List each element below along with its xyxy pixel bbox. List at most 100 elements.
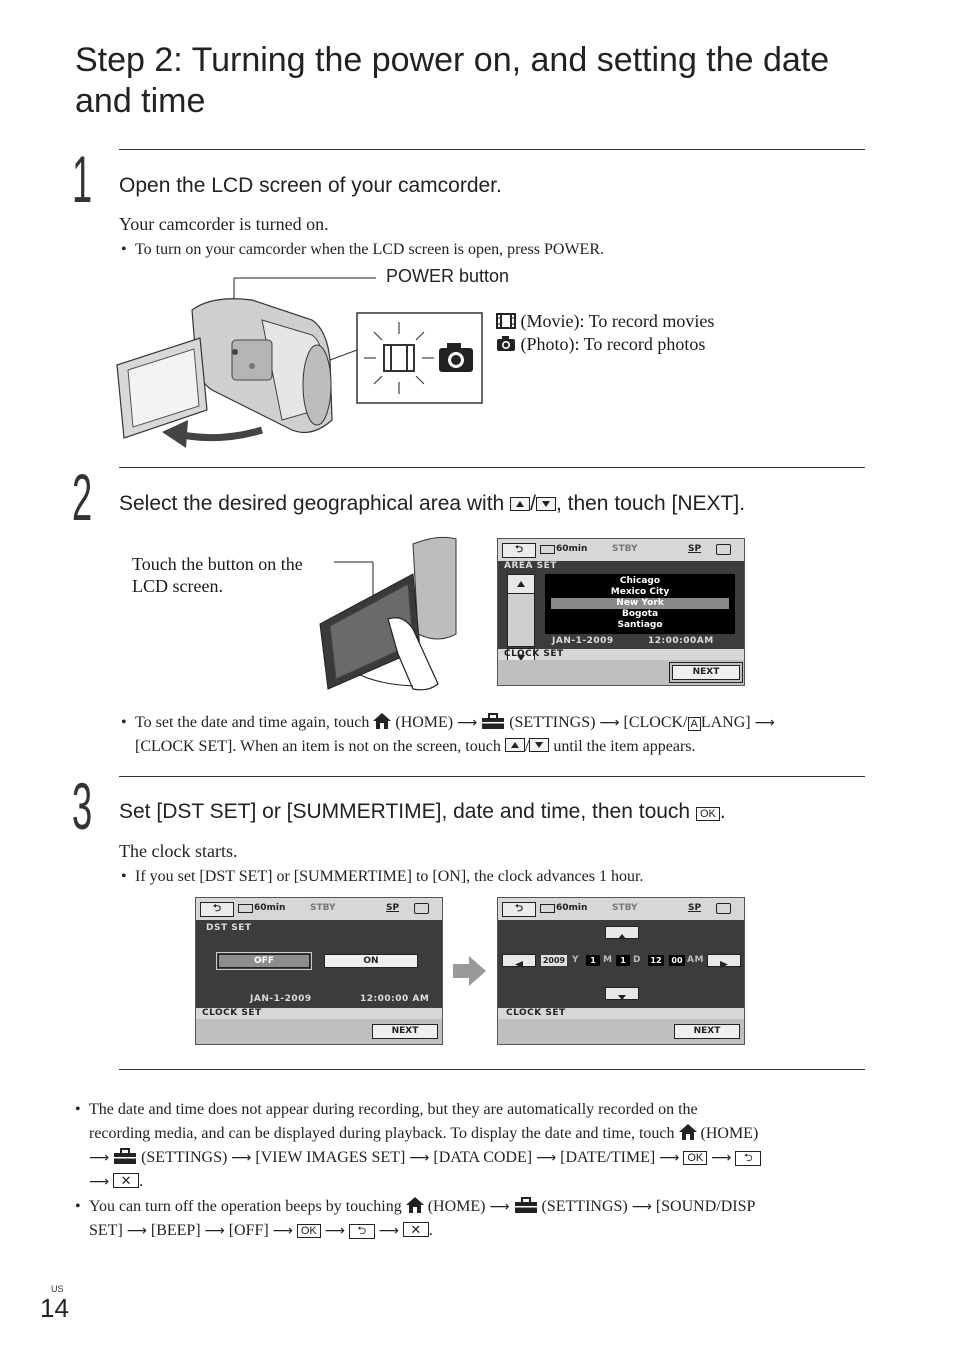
step3-heading: Set [DST SET] or [SUMMERTIME], date and … xyxy=(119,800,726,823)
lcd-dst-set: ⮌ 60min STBY SP DST SET OFF ON JAN-1-200… xyxy=(195,897,443,1045)
down-button-icon xyxy=(535,497,556,511)
month-suffix: M xyxy=(603,955,613,965)
decrement-button[interactable] xyxy=(605,987,639,1000)
return-button-icon: ⮌ xyxy=(348,1224,375,1239)
scroll-track[interactable] xyxy=(507,593,535,647)
battery-icon xyxy=(238,904,253,913)
city-item[interactable]: Mexico City xyxy=(610,587,670,597)
step2-bullet-text-c: until the item appears. xyxy=(553,738,696,755)
movie-icon xyxy=(496,313,516,329)
city-item[interactable]: Chicago xyxy=(619,576,661,586)
lang-a-icon: A xyxy=(687,717,701,731)
step1-body: Your camcorder is turned on. xyxy=(119,214,329,234)
battery-icon xyxy=(540,904,555,913)
arrow-icon: ⟶ xyxy=(324,1223,345,1239)
beep-text: [BEEP] xyxy=(150,1222,201,1239)
photo-indicator-icon xyxy=(439,343,473,372)
right-arrow-icon xyxy=(453,956,486,986)
movie-mode-text: (Movie): To record movies xyxy=(520,311,715,331)
page-number: 14 xyxy=(40,1293,69,1323)
arrow-icon: ⟶ xyxy=(126,1223,147,1239)
arrow-icon: ⟶ xyxy=(599,715,620,731)
step1-number: 1 xyxy=(72,142,93,216)
settings-toolbox-icon xyxy=(114,1148,137,1164)
city-item[interactable]: Bogota xyxy=(621,609,659,619)
clock-set-label: CLOCK SET xyxy=(202,1008,262,1018)
minute-field[interactable]: 00 xyxy=(669,955,685,966)
settings-text: (SETTINGS) xyxy=(141,1149,228,1166)
month-field[interactable]: 1 xyxy=(586,955,600,966)
day-suffix: D xyxy=(633,955,641,965)
step2-bullet-text-b: [CLOCK SET]. When an item is not on the … xyxy=(135,738,501,755)
day-field[interactable]: 1 xyxy=(616,955,630,966)
ampm-indicator: AM xyxy=(687,955,704,965)
standby-status: STBY xyxy=(612,544,638,554)
clock-lang-text-b: LANG] xyxy=(700,714,751,731)
city-item[interactable]: Santiago xyxy=(617,620,663,630)
step1-bullet-text: To turn on your camcorder when the LCD s… xyxy=(135,241,604,258)
increment-button[interactable] xyxy=(605,926,639,939)
home-icon xyxy=(373,713,392,729)
arrow-icon: ⟶ xyxy=(231,1150,252,1166)
settings-text: (SETTINGS) xyxy=(509,714,596,731)
note1-line2: recording media, and can be displayed du… xyxy=(89,1125,675,1142)
ok-button-icon: OK xyxy=(296,1224,321,1238)
lcd-datetime-panel: 2009 Y 1 M 1 D 12 00 AM xyxy=(498,920,744,1008)
prev-field-button[interactable] xyxy=(502,954,536,968)
arrow-icon: ⟶ xyxy=(754,715,775,731)
next-button[interactable]: NEXT xyxy=(372,1024,438,1039)
dst-off-button[interactable]: OFF xyxy=(216,952,312,970)
touch-lcd-illustration xyxy=(319,536,457,691)
next-button[interactable]: NEXT xyxy=(674,1024,740,1039)
arrow-icon: ⟶ xyxy=(89,1150,110,1166)
standby-status: STBY xyxy=(612,903,638,913)
battery-time: 60min xyxy=(556,903,588,913)
back-button[interactable]: ⮌ xyxy=(502,543,536,558)
lcd-topbar: ⮌ 60min STBY SP xyxy=(498,898,744,920)
lcd-topbar: ⮌ 60min STBY SP xyxy=(498,539,744,561)
arrow-icon: ⟶ xyxy=(457,715,478,731)
step3-heading-text: Set [DST SET] or [SUMMERTIME], date and … xyxy=(119,800,691,823)
close-button-icon: ✕ xyxy=(113,1173,140,1188)
return-button-icon: ⮌ xyxy=(735,1151,762,1166)
next-field-button[interactable] xyxy=(707,954,741,968)
settings-text: (SETTINGS) xyxy=(541,1198,628,1215)
camera-icon xyxy=(497,336,515,351)
date-readout: JAN-1-2009 xyxy=(552,636,614,646)
view-images-set-text: [VIEW IMAGES SET] xyxy=(255,1149,406,1166)
settings-toolbox-icon xyxy=(482,713,505,729)
year-field[interactable]: 2009 xyxy=(541,955,567,966)
step2-number: 2 xyxy=(72,460,93,534)
photo-mode-text: (Photo): To record photos xyxy=(520,334,706,354)
dst-on-button[interactable]: ON xyxy=(324,954,418,968)
quality-sp: SP xyxy=(688,903,702,913)
arrow-icon: ⟶ xyxy=(536,1150,557,1166)
arrow-icon: ⟶ xyxy=(711,1150,732,1166)
city-item-selected[interactable]: New York xyxy=(551,598,729,609)
home-text: (HOME) xyxy=(427,1198,486,1215)
step3-number: 3 xyxy=(72,769,93,843)
step3-bullet: •If you set [DST SET] or [SUMMERTIME] to… xyxy=(121,868,644,885)
back-button[interactable]: ⮌ xyxy=(200,902,234,917)
step2-bullet: • To set the date and time again, touch … xyxy=(121,713,775,755)
home-text: (HOME) xyxy=(395,714,454,731)
time-readout: 12:00:00 AM xyxy=(360,994,430,1004)
hour-field[interactable]: 12 xyxy=(648,955,664,966)
media-icon xyxy=(716,903,731,914)
city-list: Chicago Mexico City New York Bogota Sant… xyxy=(545,574,735,634)
lcd-area-panel: AREA SET Chicago Mexico City New York Bo… xyxy=(498,561,744,668)
sound-disp-text: [SOUND/DISP xyxy=(655,1198,756,1215)
scroll-up-button[interactable] xyxy=(507,574,535,594)
media-icon xyxy=(716,544,731,555)
media-icon xyxy=(414,903,429,914)
home-icon xyxy=(678,1124,697,1140)
step2-heading-part1: Select the desired geographical area wit… xyxy=(119,492,505,515)
arrow-icon: ⟶ xyxy=(204,1223,225,1239)
step3-bullet-text: If you set [DST SET] or [SUMMERTIME] to … xyxy=(135,868,644,885)
next-button[interactable]: NEXT xyxy=(669,662,743,683)
back-button[interactable]: ⮌ xyxy=(502,902,536,917)
off-text: [OFF] xyxy=(228,1222,269,1239)
close-button-icon: ✕ xyxy=(402,1222,429,1237)
battery-time: 60min xyxy=(556,544,588,554)
arrow-icon: ⟶ xyxy=(378,1223,399,1239)
